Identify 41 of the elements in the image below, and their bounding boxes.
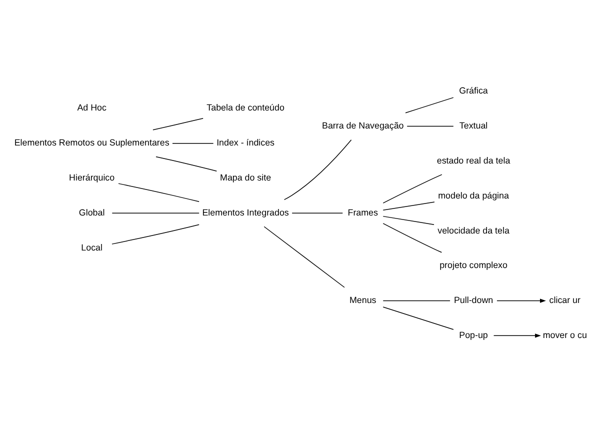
node-text: mover o cu [542,329,587,340]
connector [152,117,204,130]
connector [382,201,435,210]
connector [112,212,200,213]
node-text: modelo da página [438,190,509,200]
node-text: clicar ur [549,294,580,305]
connector [264,226,345,288]
connector [172,142,214,144]
node-text: Elementos Integrados [202,206,289,217]
connector [382,300,450,301]
connector [382,215,434,224]
connector [405,96,454,113]
node-text: Pop-up [459,329,488,340]
node-text: velocidade da tela [438,224,510,235]
connector [382,306,454,330]
node-text: Hierárquico [69,172,115,182]
connector [382,174,442,203]
arrow [496,298,546,302]
node-text: Gráfica [459,85,488,96]
node-text: estado real da tela [436,154,510,165]
connector [284,138,352,200]
connector [406,125,454,126]
node-text: Global [78,206,105,217]
node-text: Pull-down [454,294,494,305]
node-text: Textual [459,120,488,130]
connector [118,182,200,202]
node-text: Barra de Navegação [322,120,404,130]
arrow [493,333,541,338]
label: Ad Hoc [77,102,106,112]
connector [112,224,200,244]
connector [292,212,343,213]
node-text: Elementos Remotos ou Suplementares [14,137,170,148]
node-text: projeto complexo [440,260,508,270]
node-text: Menus [350,294,376,305]
node-text: Frames [348,206,378,217]
connector [382,222,442,252]
connector [156,156,218,171]
node-text: Local [81,242,102,252]
node-text: Tabela de conteúdo [206,102,284,112]
node-text: Mapa do site [220,172,272,182]
node-text: Index - índices [216,137,275,148]
